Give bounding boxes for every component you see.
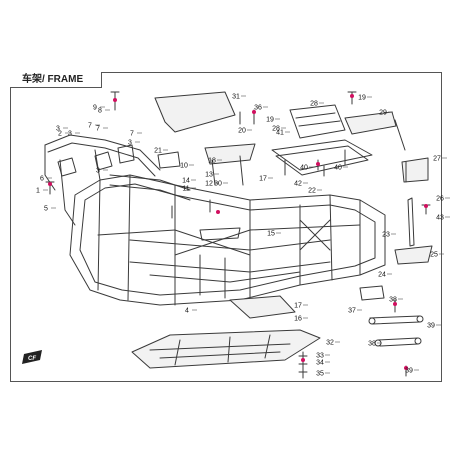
callout-label: 34 xyxy=(316,360,324,367)
callout-label: 3 xyxy=(96,168,100,175)
callout-label: 41 xyxy=(276,130,284,137)
callout-label: 39 xyxy=(405,368,413,375)
callout-label: 23 xyxy=(382,232,390,239)
accent-mark xyxy=(113,98,117,102)
callout-label: 25 xyxy=(430,252,438,259)
callout-label: 18 xyxy=(208,158,216,165)
callout-label: 28 xyxy=(310,101,318,108)
accent-mark xyxy=(404,366,408,370)
rear-lower-arms xyxy=(359,285,424,347)
skid-plate-bolts xyxy=(298,351,308,379)
callout-label: 32 xyxy=(326,340,334,347)
callout-label: 19 xyxy=(266,117,274,124)
accent-mark xyxy=(424,204,428,208)
callout-label: 36 xyxy=(254,105,262,112)
callout-label: 1 xyxy=(36,188,40,195)
callout-label: 11 xyxy=(182,186,189,193)
callout-label: 19 xyxy=(358,95,366,102)
accent-mark xyxy=(316,162,320,166)
main-frame xyxy=(69,174,386,306)
brand-logo: CF xyxy=(22,350,42,364)
callout-label: 42 xyxy=(294,181,302,188)
seat-floor-panel xyxy=(154,91,236,133)
callout-label: 5 xyxy=(44,206,48,213)
callout-label: 26 xyxy=(436,196,444,203)
callout-label: 29 xyxy=(379,110,387,117)
callout-label: 3 xyxy=(128,140,132,147)
rear-mount-bolts xyxy=(394,197,433,265)
callout-label: 39 xyxy=(427,323,435,330)
accent-mark xyxy=(48,182,52,186)
front-upper-tubes xyxy=(44,134,191,226)
callout-label: 10 xyxy=(180,163,188,170)
callout-label: 31 xyxy=(232,94,240,101)
rear-cargo-rack xyxy=(271,104,373,176)
callout-label: 22 xyxy=(308,188,316,195)
callout-label: 7 xyxy=(130,131,134,138)
diagram-border xyxy=(10,72,442,382)
callout-label: 3 xyxy=(68,131,72,138)
callout-label: 30 xyxy=(214,181,222,188)
callout-label: 20 xyxy=(238,128,246,135)
lower-guard-plate xyxy=(229,295,296,319)
callout-label: 27 xyxy=(433,156,441,163)
center-seat-bracket xyxy=(199,143,256,241)
callout-label: 16 xyxy=(294,316,302,323)
callout-label: 38 xyxy=(389,297,397,304)
callout-label: 35 xyxy=(316,371,324,378)
callout-label: 37 xyxy=(348,308,356,315)
skid-plate xyxy=(131,329,321,369)
title-tab xyxy=(10,72,102,88)
front-bracket-left xyxy=(57,144,181,177)
callout-label: 14 xyxy=(182,178,190,185)
callout-label: 24 xyxy=(378,272,386,279)
callout-label: 7 xyxy=(96,126,100,133)
callout-label: 4 xyxy=(185,308,189,315)
callout-label: 21 xyxy=(154,148,162,155)
callout-label: 40 xyxy=(300,165,308,172)
callout-label: 17 xyxy=(259,176,267,183)
callout-label: 3 xyxy=(56,126,60,133)
rear-bracket-arm xyxy=(344,111,429,183)
callout-label: 38 xyxy=(368,341,376,348)
callout-label: 15 xyxy=(267,231,275,238)
accent-mark xyxy=(393,302,397,306)
callout-label: 17 xyxy=(294,303,302,310)
callout-label: 43 xyxy=(436,215,444,222)
accent-mark xyxy=(301,358,305,362)
callout-label: 12 xyxy=(205,181,213,188)
callout-label: 6 xyxy=(40,176,44,183)
callout-label: 33 xyxy=(316,353,324,360)
callout-label: 28 xyxy=(272,126,280,133)
callout-label: 9 xyxy=(93,105,97,112)
callout-label: 2 xyxy=(58,131,62,138)
accent-mark xyxy=(252,110,256,114)
accent-mark xyxy=(350,94,354,98)
accent-mark xyxy=(216,210,220,214)
callout-label: 40 xyxy=(334,165,342,172)
callout-label: 8 xyxy=(98,108,102,115)
diagram-title: 车架/ FRAME xyxy=(22,74,84,85)
callout-label: 7 xyxy=(88,123,92,130)
callout-label: 13 xyxy=(205,172,213,179)
brand-logo-text: CF xyxy=(28,356,36,362)
